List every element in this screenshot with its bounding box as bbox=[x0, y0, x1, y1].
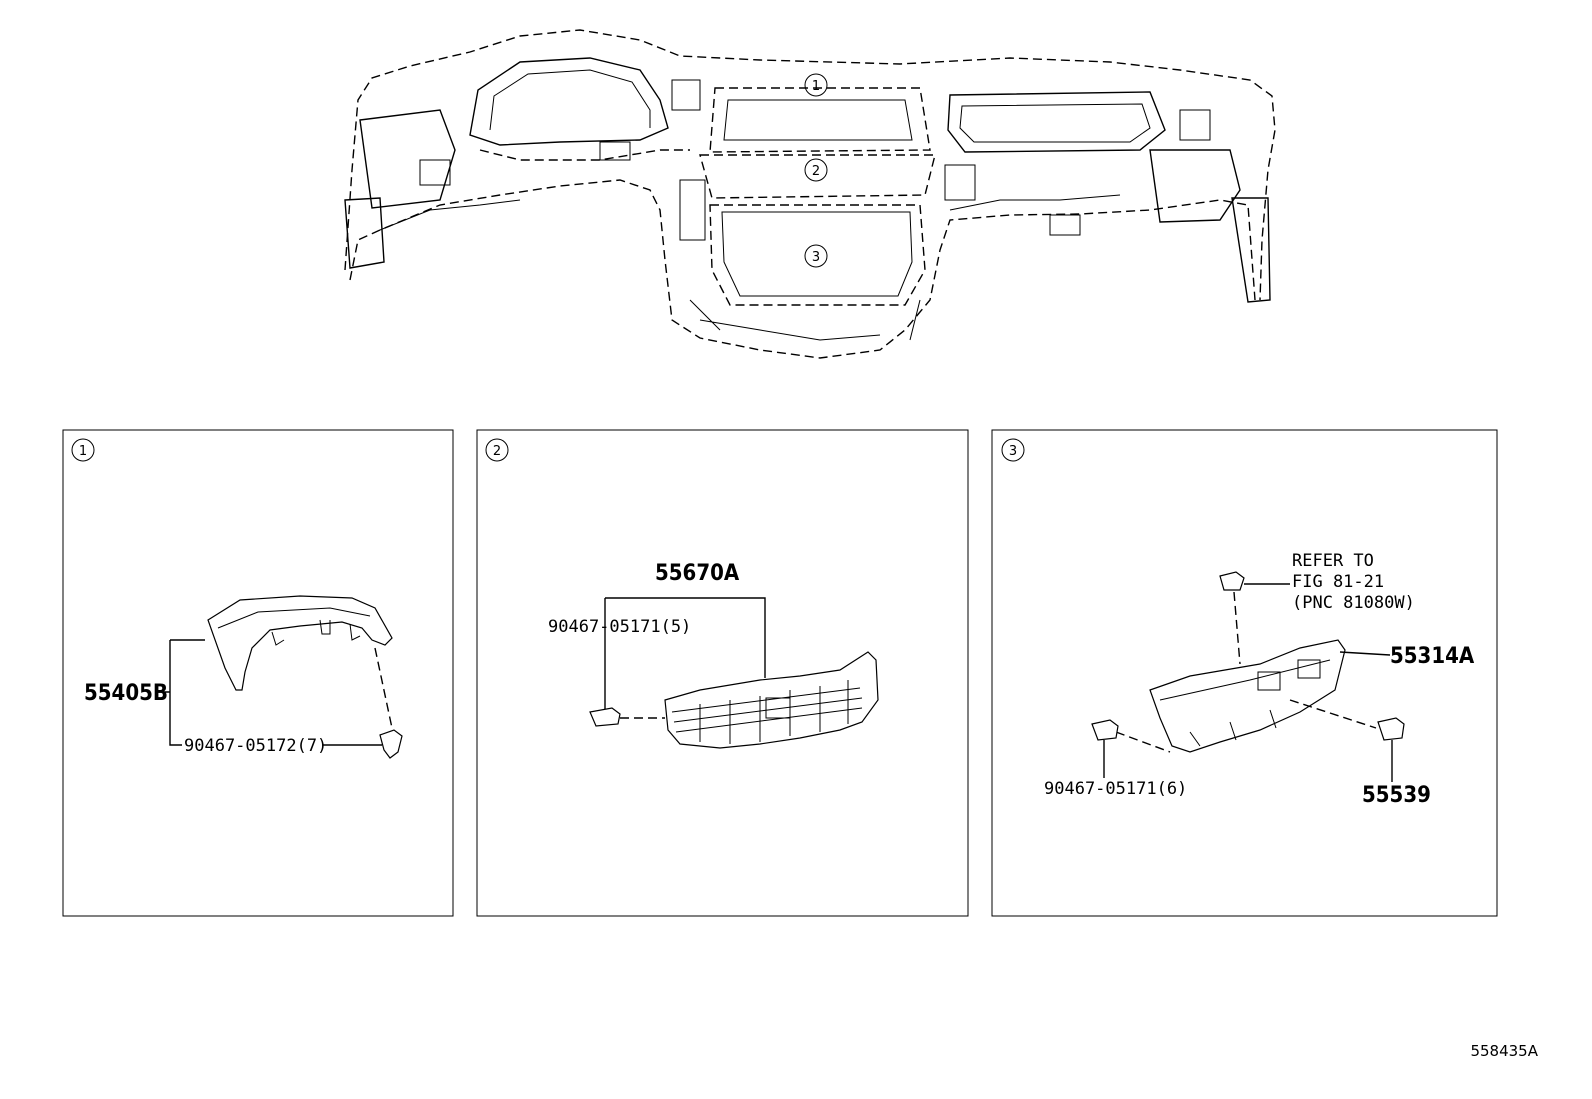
overview-callout-2: 2 bbox=[804, 158, 828, 182]
clip-part bbox=[589, 707, 621, 727]
overview-callout-1: 1 bbox=[804, 73, 828, 97]
center-vent-register-part bbox=[664, 651, 879, 749]
part-label-90467-05171-5: 90467-05171(5) bbox=[548, 617, 691, 637]
svg-text:2: 2 bbox=[493, 444, 501, 459]
reference-note: REFER TO FIG 81-21 (PNC 81080W) bbox=[1292, 551, 1415, 613]
figure-code: 558435A bbox=[1470, 1042, 1538, 1060]
svg-text:3: 3 bbox=[1009, 444, 1017, 459]
svg-text:2: 2 bbox=[812, 164, 820, 179]
svg-text:(PNC 81080W): (PNC 81080W) bbox=[1292, 593, 1415, 613]
panel-number-badge: 2 bbox=[485, 438, 509, 462]
clip-part bbox=[379, 729, 403, 759]
detail-panel-3: 3 REFER TO FIG 81-21 (PNC 81080W) 55314A… bbox=[991, 429, 1498, 917]
part-label-55405b: 55405B bbox=[84, 681, 168, 706]
svg-text:1: 1 bbox=[812, 79, 820, 94]
detail-panel-1: 1 55405B 90467-05172(7) bbox=[62, 429, 454, 917]
svg-text:FIG 81-21: FIG 81-21 bbox=[1292, 572, 1384, 592]
part-label-90467-05172: 90467-05172(7) bbox=[184, 736, 327, 756]
cluster-finish-panel-part bbox=[207, 595, 393, 691]
overview-callout-3: 3 bbox=[804, 244, 828, 268]
detail-panel-2: 2 55670A 90467-05171(5) bbox=[476, 429, 969, 917]
svg-text:1: 1 bbox=[79, 444, 87, 459]
part-label-55670a: 55670A bbox=[655, 561, 740, 586]
part-label-55314a: 55314A bbox=[1390, 644, 1475, 669]
svg-text:3: 3 bbox=[812, 250, 820, 265]
part-label-55539: 55539 bbox=[1362, 783, 1431, 808]
console-panel-part bbox=[1149, 639, 1346, 753]
svg-text:REFER TO: REFER TO bbox=[1292, 551, 1374, 571]
panel-number-badge: 3 bbox=[1001, 438, 1025, 462]
switch-part bbox=[1377, 717, 1405, 741]
reference-clip-part bbox=[1219, 571, 1245, 591]
part-label-90467-05171-6: 90467-05171(6) bbox=[1044, 779, 1187, 799]
panel-number-badge: 1 bbox=[71, 438, 95, 462]
clip-part bbox=[1091, 719, 1119, 741]
dashboard-overview-drawing bbox=[344, 29, 1276, 359]
